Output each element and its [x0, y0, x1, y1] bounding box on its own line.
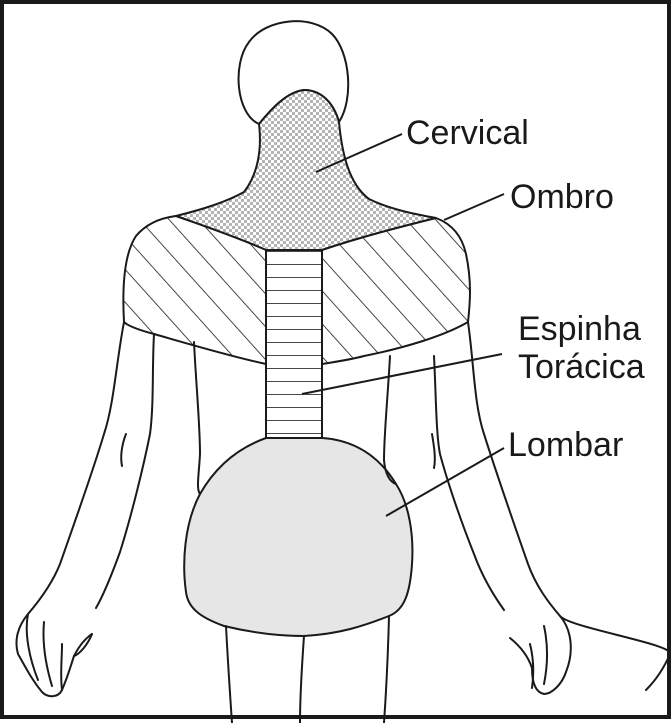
region-lombar	[184, 438, 412, 636]
label-espinha-line2: Torácica	[518, 348, 645, 386]
label-espinha-line1: Espinha	[518, 310, 641, 348]
arm-left	[16, 322, 154, 696]
back-pain-regions-diagram: Cervical Ombro Espinha Torácica Lombar	[4, 4, 671, 723]
elbow-left	[121, 434, 126, 466]
label-lombar: Lombar	[508, 426, 623, 464]
torso-left-side	[194, 342, 200, 494]
region-espinha-toracica	[266, 250, 322, 438]
elbow-right	[432, 434, 435, 468]
leader-ombro	[444, 194, 504, 220]
hand-right	[510, 616, 571, 694]
hand-left	[27, 614, 92, 690]
label-cervical: Cervical	[406, 114, 529, 152]
label-ombro: Ombro	[510, 178, 614, 216]
leader-lombar	[386, 448, 504, 516]
region-cervical	[176, 90, 436, 250]
